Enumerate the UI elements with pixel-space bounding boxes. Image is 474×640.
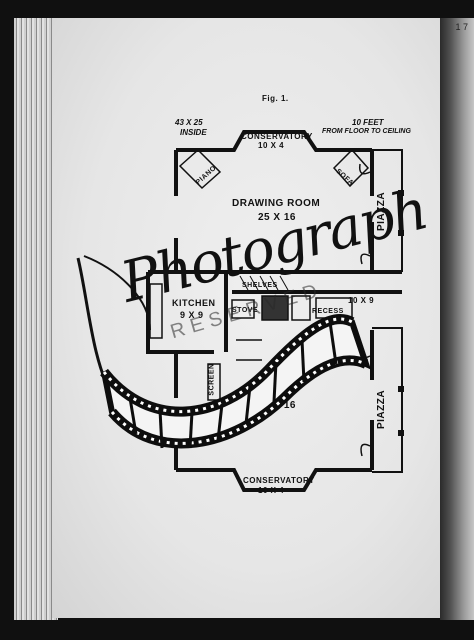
figure-caption: Fig. 1. (262, 94, 289, 103)
top-conservatory-label: CONSERVATORY (241, 132, 313, 141)
kitchen-size: 9 X 9 (180, 310, 204, 320)
height-note-line2: FROM FLOOR TO CEILING (322, 128, 411, 135)
top-conservatory-size: 10 X 4 (258, 141, 285, 150)
size-note-line1: 43 X 25 (175, 118, 203, 127)
corner-mark: 1 7 (455, 22, 468, 32)
stove-label: STOVE (232, 307, 259, 314)
book-page-edges (14, 18, 58, 620)
drawing-room-size: 25 X 16 (258, 212, 296, 223)
size-note-line2: INSIDE (180, 128, 207, 137)
recess-label: RECESS (312, 308, 344, 315)
book-binding-strip: 1 7 (440, 18, 474, 620)
bottom-conservatory-size: 10 X 4 (258, 486, 285, 495)
height-note-line1: 10 FEET (352, 118, 384, 127)
drawing-room-label: DRAWING ROOM (232, 198, 321, 209)
bottom-conservatory-label: CONSERVATORY (243, 476, 315, 485)
kitchen-label: KITCHEN (172, 298, 216, 308)
hall-size: 10 X 9 (348, 296, 375, 305)
shelves-label: SHELVES (242, 282, 278, 289)
